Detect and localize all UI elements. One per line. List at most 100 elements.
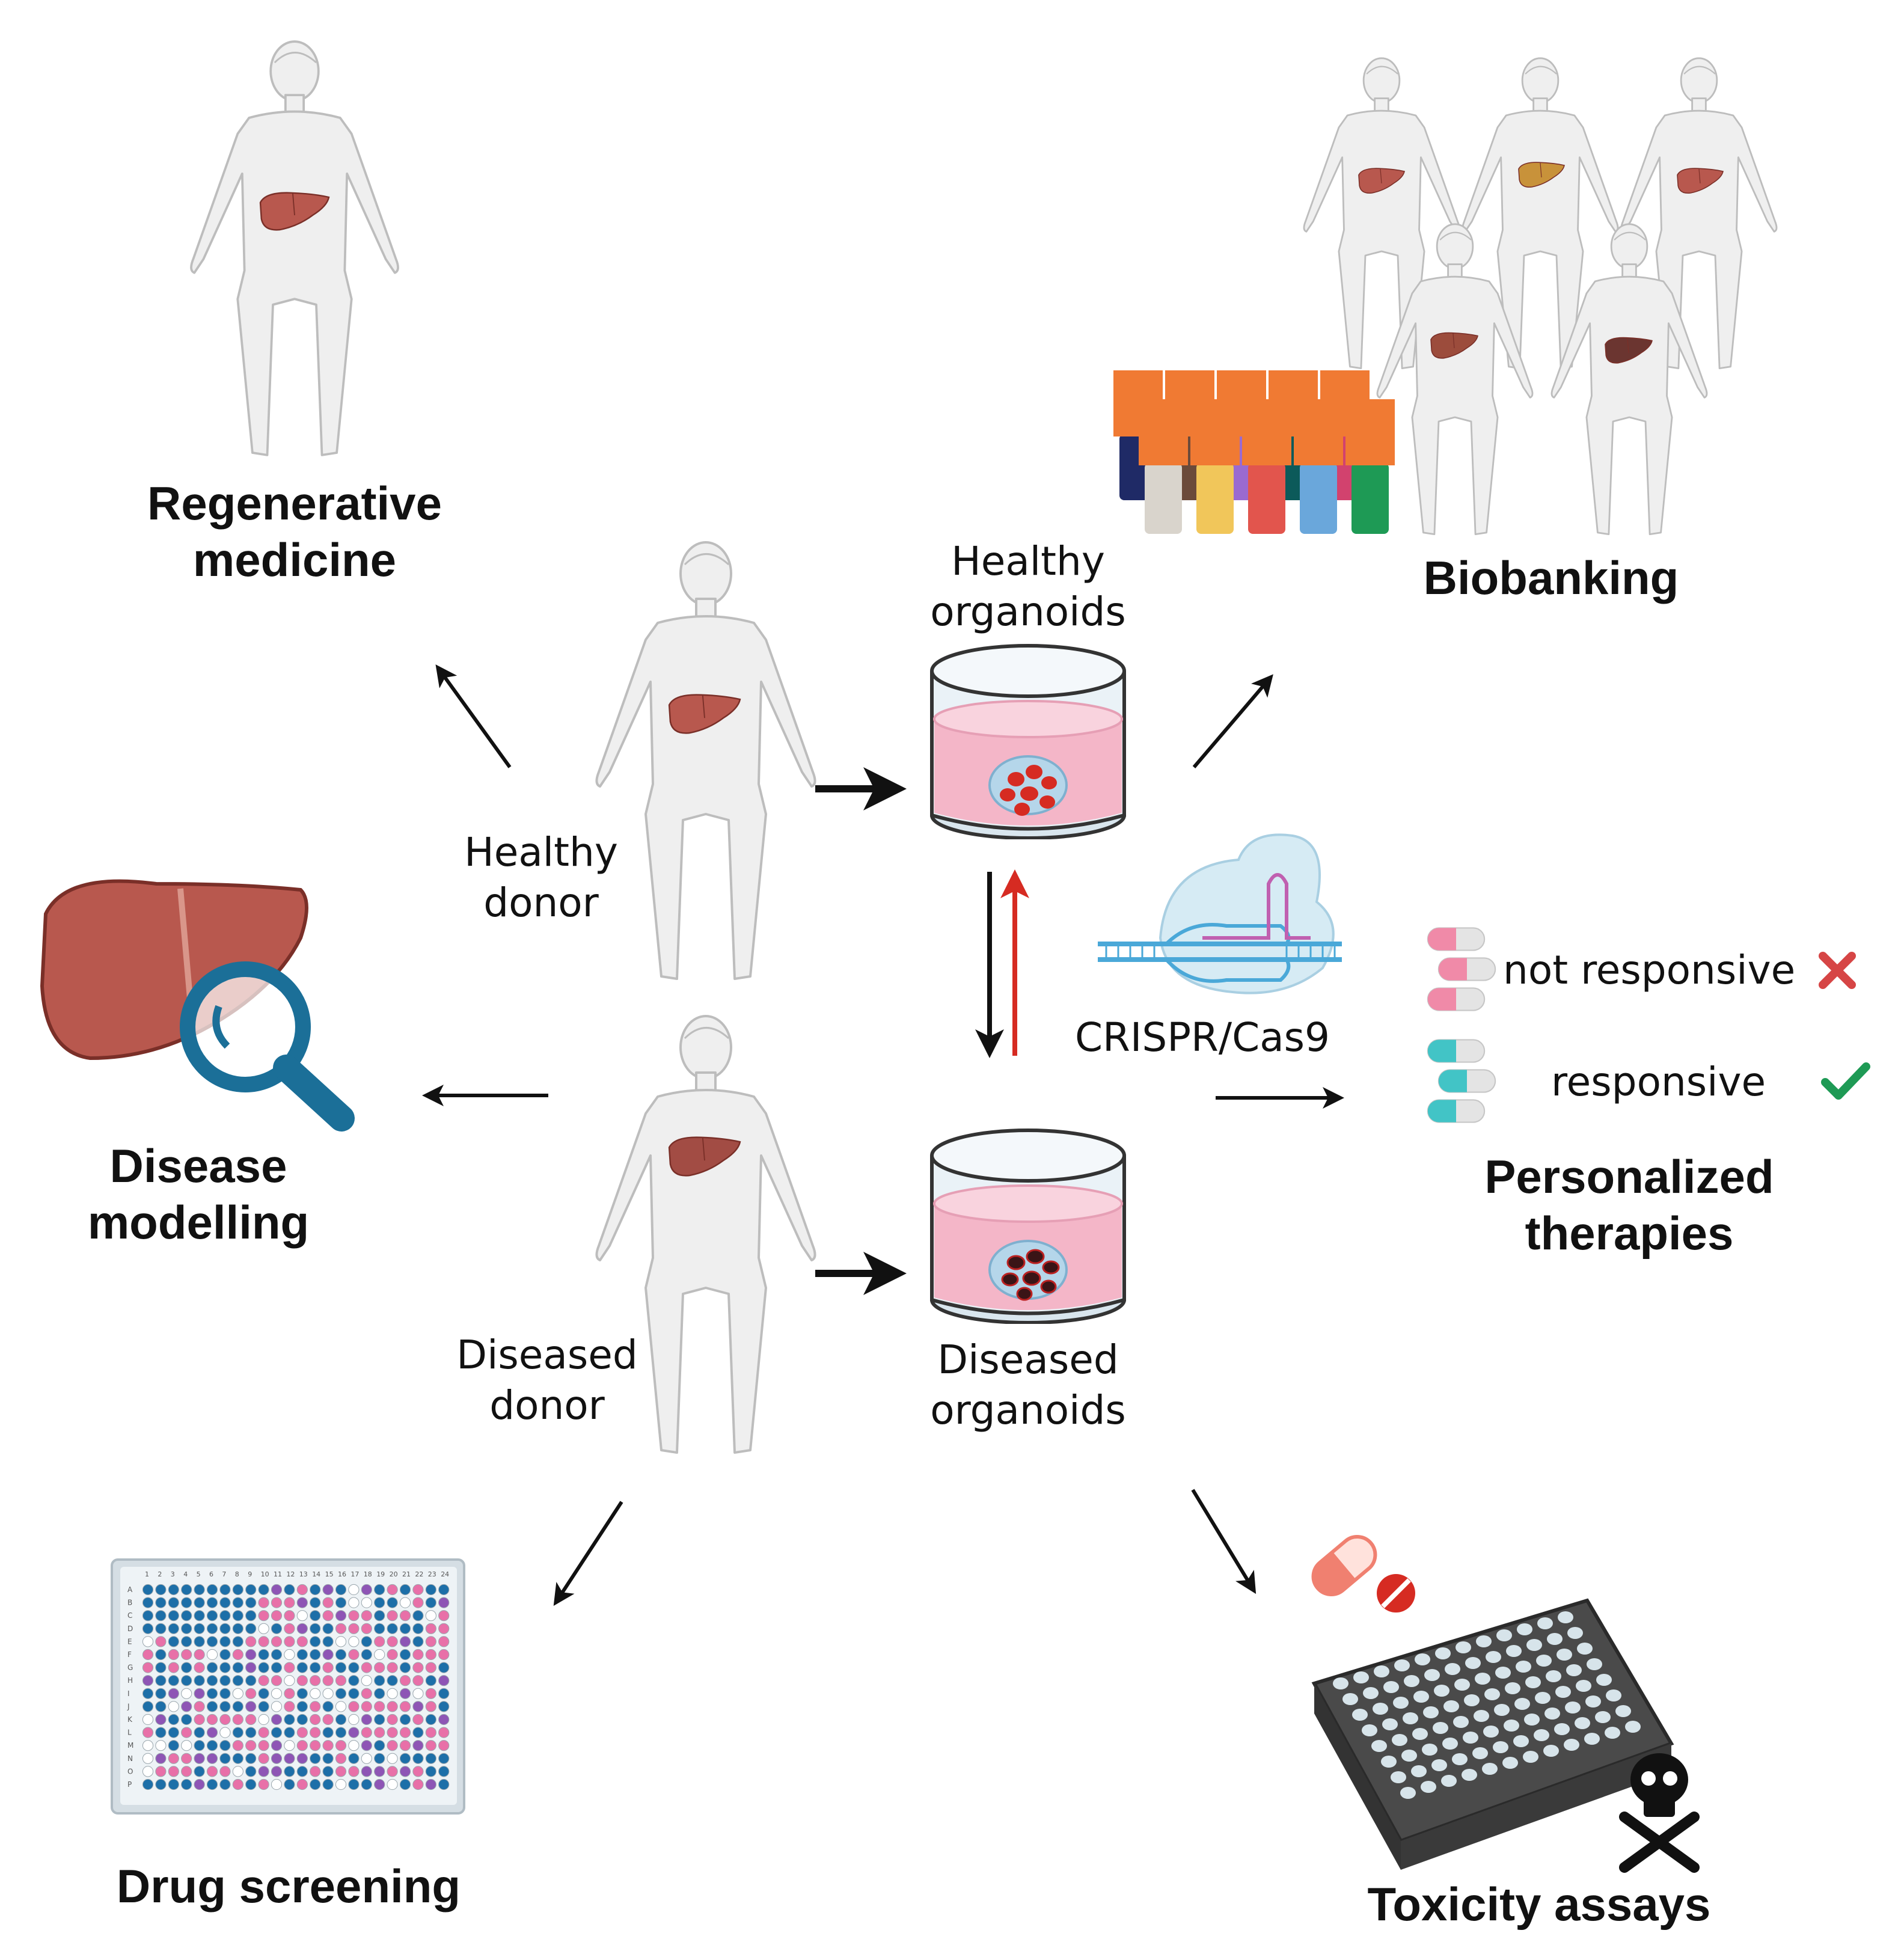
plate-well [258,1740,269,1751]
plate-well [168,1701,179,1712]
plate-well [232,1636,243,1647]
plate-well [335,1740,347,1751]
plate-well [155,1610,167,1622]
plate-well [181,1623,192,1634]
plate-well [142,1649,154,1661]
plate-well [232,1649,243,1661]
plate-well [412,1584,424,1596]
plate-well [142,1662,154,1673]
plate-well [206,1701,218,1712]
tox-plate-well [1383,1681,1399,1693]
plate-well [271,1701,283,1712]
tox-plate-well [1524,1714,1540,1726]
plate-well [438,1597,450,1608]
plate-well [284,1675,295,1686]
tox-plate-well [1567,1627,1583,1639]
plate-well [271,1753,283,1764]
plate-well [142,1636,154,1647]
plate-well [142,1714,154,1726]
tox-plate-well [1546,1670,1561,1682]
tox-plate-well [1382,1718,1398,1730]
plate-well [194,1753,205,1764]
plate-well [296,1753,308,1764]
plate-col-5: 5 [197,1570,201,1578]
plate-well [348,1675,360,1686]
tox-plate-well [1547,1633,1563,1645]
tox-plate-well [1362,1724,1377,1736]
plate-well [181,1778,192,1790]
plate-well [258,1766,269,1777]
plate-well [181,1766,192,1777]
tox-plate-well [1462,1769,1477,1781]
plate-well [155,1740,167,1751]
plate-well [335,1610,347,1622]
plate-well [181,1740,192,1751]
plate-well [271,1675,283,1686]
plate-row-N: N [127,1754,133,1763]
plate-well [206,1610,218,1622]
plate-well [258,1727,269,1738]
plate-well [271,1610,283,1622]
plate-well [142,1610,154,1622]
plate-well [374,1778,385,1790]
plate-well [284,1649,295,1661]
plate-well [387,1701,398,1712]
plate-well [245,1649,257,1661]
plate-well [258,1662,269,1673]
plate-well [232,1727,243,1738]
plate-row-M: M [127,1741,133,1750]
plate-well [335,1701,347,1712]
tox-plate-well [1557,1649,1572,1661]
plate-well [271,1714,283,1726]
plate-well [438,1701,450,1712]
arrow-to-toxicity-assays [1191,1489,1257,1594]
tox-plate-well [1482,1763,1498,1775]
plate-well [258,1597,269,1608]
plate-well [219,1740,231,1751]
plate-well [194,1727,205,1738]
plate-well [219,1701,231,1712]
plate-well [232,1688,243,1699]
tox-plate-well [1454,1679,1470,1691]
plate-well [335,1766,347,1777]
plate-well [258,1688,269,1699]
plate-well [168,1714,179,1726]
plate-well [387,1766,398,1777]
cryovial-rack [1113,370,1395,534]
plate-well [348,1636,360,1647]
tox-plate-well [1595,1711,1611,1723]
plate-well [438,1649,450,1661]
diseased-donor-label: Diseased donor [456,1332,638,1429]
plate-well [387,1584,398,1596]
tox-plate-well [1464,1694,1480,1706]
plate-well [387,1623,398,1634]
plate-well [438,1662,450,1673]
plate-well [412,1766,424,1777]
plate-well [322,1753,334,1764]
plate-well [348,1740,360,1751]
disease-modelling-label: Disease modelling [87,1139,310,1249]
plate-well [284,1740,295,1751]
plate-well [271,1688,283,1699]
plate-well [206,1584,218,1596]
plate-well [168,1740,179,1751]
plate-well [194,1597,205,1608]
tox-plate-well [1363,1687,1379,1699]
plate-well [310,1740,321,1751]
check-icon [1821,1062,1870,1100]
plate-well [322,1623,334,1634]
tox-plate-well [1353,1671,1369,1683]
plate-well [181,1753,192,1764]
plate-well [399,1623,411,1634]
plate-well [310,1649,321,1661]
plate-well [245,1675,257,1686]
plate-col-10: 10 [261,1570,269,1578]
tox-plate-well [1584,1733,1600,1745]
plate-well [168,1623,179,1634]
plate-well [335,1623,347,1634]
plate-well [155,1714,167,1726]
plate-well [425,1740,436,1751]
plate-well [348,1753,360,1764]
plate-well [310,1688,321,1699]
plate-well [271,1584,283,1596]
